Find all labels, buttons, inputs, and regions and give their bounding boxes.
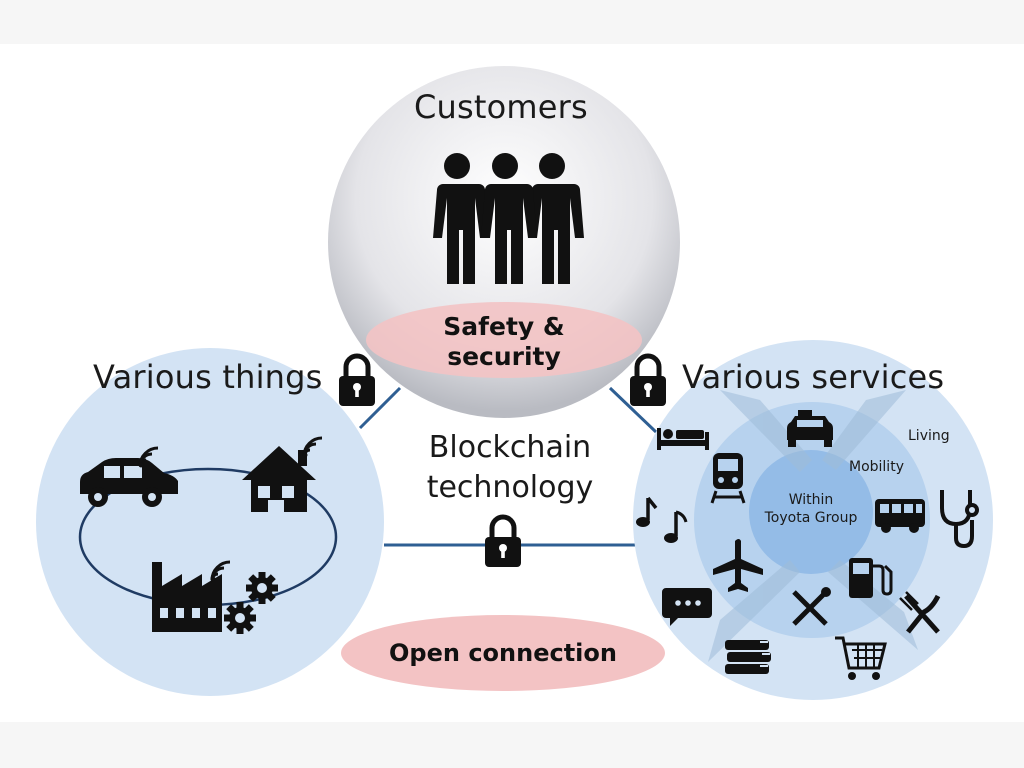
lock-icon — [630, 356, 666, 406]
books-icon — [725, 640, 771, 674]
things-title: Various things — [93, 358, 323, 396]
safety-pill — [366, 302, 642, 378]
within-toyota-label: Within Toyota Group — [764, 492, 858, 526]
things-circle — [36, 348, 384, 696]
lock-icon — [485, 517, 521, 567]
open-connection-pill — [341, 615, 665, 691]
bed-icon — [657, 428, 709, 450]
living-label: Living — [908, 428, 950, 444]
services-title: Various services — [682, 358, 945, 396]
bottom-band — [0, 722, 1024, 768]
blockchain-label: Blockchain technology — [426, 430, 594, 505]
mobility-label: Mobility — [849, 459, 904, 475]
stethoscope-icon — [940, 490, 979, 549]
chat-icon — [662, 588, 712, 626]
factory-wifi-icon — [152, 560, 232, 632]
car-wifi-icon — [80, 446, 178, 507]
airplane-icon — [713, 539, 763, 592]
bus-icon — [875, 499, 925, 533]
shopping-cart-icon — [835, 636, 887, 680]
lock-icon — [339, 356, 375, 406]
customers-title: Customers — [414, 88, 588, 126]
wrench-screwdriver-icon — [792, 587, 831, 626]
music-note-icon — [636, 496, 688, 543]
house-wifi-icon — [242, 436, 324, 512]
safety-security-label: Safety & security — [443, 312, 565, 371]
fork-knife-icon — [899, 591, 941, 634]
taxi-icon — [787, 410, 833, 447]
top-band — [0, 0, 1024, 44]
fuel-pump-icon — [849, 558, 893, 598]
train-icon — [710, 453, 746, 504]
open-connection-label: Open connection — [389, 639, 617, 667]
